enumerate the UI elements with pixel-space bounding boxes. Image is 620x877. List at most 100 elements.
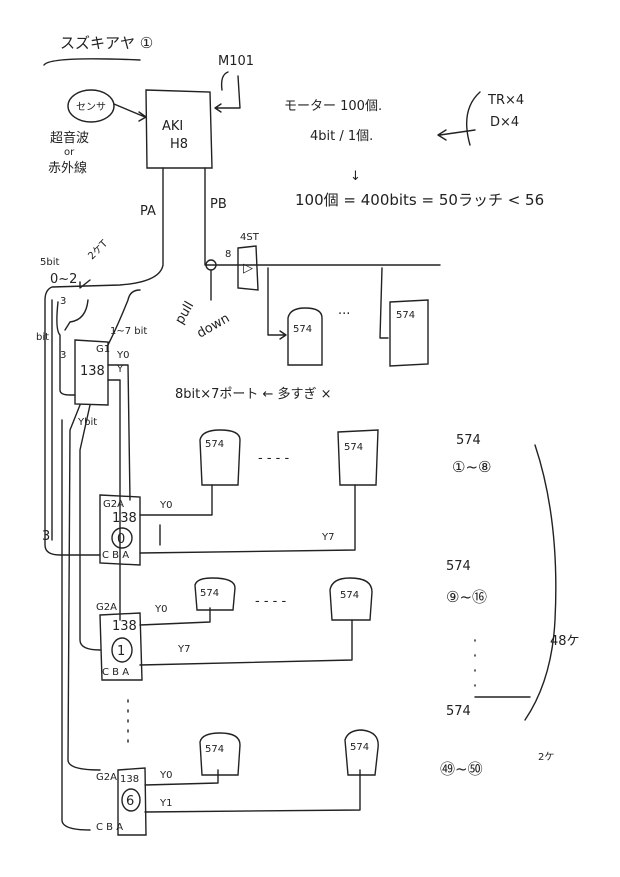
sensor-type-infrared: 赤外線	[48, 160, 87, 176]
side-three-label: 3	[42, 529, 50, 544]
transistor-note: TR×4	[487, 93, 524, 108]
pull-label: pull	[172, 299, 197, 327]
decoder-1-y0: Y0	[154, 604, 167, 615]
decoder-0-chip: 138	[112, 511, 137, 526]
decoder-0-y0: Y0	[159, 500, 172, 511]
decoder-6-id-circle	[121, 788, 141, 812]
latch-row3-last-label: 574	[350, 742, 369, 753]
group-2-range: ⑨~⑯	[446, 588, 487, 606]
motor-count-note: モーター 100個.	[284, 99, 382, 114]
decoder-6-cba: C B A	[96, 822, 123, 833]
group-1-range: ①~⑧	[452, 458, 491, 476]
latch-row2-first-label: 574	[200, 588, 219, 599]
latch-row2-dashes: - - - -	[255, 594, 286, 609]
decoder-1-g2a: G2A	[96, 602, 117, 613]
latch-row2-last-label: 574	[340, 590, 359, 601]
title-underline	[43, 58, 141, 66]
bits-per-motor-note: 4bit / 1個.	[310, 129, 373, 144]
decoder-6-outputs	[144, 769, 361, 813]
top-decoder-chip: 138	[80, 364, 105, 379]
decoder-1-chip: 138	[112, 619, 137, 634]
mcu-label-1: AKI	[162, 119, 183, 134]
bus-latch-1	[287, 307, 323, 366]
sensor-arrow	[113, 103, 147, 122]
group-3-range: ㊾~㊿	[440, 760, 483, 778]
decoder-6-g2a: G2A	[96, 772, 117, 783]
mcu-label-2: H8	[170, 137, 188, 152]
top-decoder-y0: Y0	[116, 350, 129, 361]
latch-row1-first-label: 574	[205, 439, 224, 450]
top-decoder-side-count: 3	[60, 350, 66, 361]
top-decoder-g1: G1	[96, 344, 110, 355]
driver-bracket	[437, 91, 481, 146]
decoder-0-y7: Y7	[321, 532, 334, 543]
group-2-chip: 574	[446, 559, 471, 574]
pb-label: PB	[210, 197, 227, 212]
decoder-0-outputs	[139, 484, 356, 554]
decoder-1-cba: C B A	[102, 667, 129, 678]
mcu-box	[145, 89, 213, 169]
decoder-6-y0: Y0	[159, 770, 172, 781]
top-decoder-bit-label: 5bit	[40, 257, 59, 268]
buffer-bits: 8	[225, 249, 231, 260]
latch-row3-first-label: 574	[205, 744, 224, 755]
buffer-symbol: ▷	[243, 261, 253, 276]
decoder-6-box	[117, 767, 147, 836]
note-arrow	[79, 279, 91, 289]
top-decoder-bits: 1~7 bit	[110, 326, 147, 337]
sheet-title: スズキアヤ ①	[60, 34, 153, 52]
decoder-0-box	[99, 494, 141, 566]
module-loop-arrow	[214, 71, 241, 113]
address-lines	[51, 299, 91, 831]
latch-row1-first	[199, 429, 241, 486]
bus-latch-2	[389, 299, 429, 367]
last-group-count: 2ケ	[538, 751, 554, 763]
down-label: down	[195, 311, 233, 342]
decoder-1-id: 1	[117, 644, 125, 659]
mcu-module-label: M101	[218, 54, 254, 69]
top-decoder-range: 0~2	[50, 272, 77, 287]
bits-calculation: 100個 = 400bits = 50ラッチ < 56	[295, 191, 544, 209]
down-arrow: ↓	[350, 169, 361, 184]
decoder-0-id-circle	[111, 527, 133, 549]
decoder-6-id: 6	[126, 794, 134, 809]
decoder-1-box	[99, 612, 143, 681]
decoder-6-chip: 138	[120, 774, 139, 785]
bus-ellipsis: ···	[338, 307, 350, 322]
latch-row1-last	[337, 429, 379, 486]
bus-latch-2-label: 574	[396, 310, 415, 321]
top-decoder-left-bit: bit	[36, 332, 49, 343]
decoder-1-outputs	[139, 607, 353, 666]
buffer-top-label: 4ST	[240, 232, 260, 243]
latch-row2-last	[329, 577, 373, 621]
pb-bus	[204, 167, 441, 266]
group-total: 48ケ	[550, 634, 580, 649]
top-decoder-note: 2ケT	[86, 237, 111, 262]
sensor-circle	[67, 89, 115, 123]
rejected-note: 8bit×7ポート ← 多すぎ ×	[175, 386, 332, 402]
diode-note: D×4	[490, 115, 519, 130]
pa-label: PA	[140, 204, 156, 219]
buffer-box	[237, 245, 259, 291]
decoder-0-cba: C B A	[102, 550, 129, 561]
sensor-or: or	[64, 147, 75, 158]
group-1-chip: 574	[456, 433, 481, 448]
bus-latch-1-label: 574	[293, 324, 312, 335]
latch-row3-last	[344, 729, 379, 776]
top-decoder-box	[74, 339, 109, 406]
latch-row1-dashes: - - - -	[258, 451, 289, 466]
bus-branch-1	[267, 267, 287, 340]
decoder-wires	[56, 289, 141, 771]
decoder-1-y7: Y7	[177, 644, 190, 655]
latch-row1-last-label: 574	[344, 442, 363, 453]
group-3-chip: 574	[446, 704, 471, 719]
top-decoder-y: Y	[116, 364, 124, 375]
pa-line	[44, 167, 164, 556]
sensor-type-ultrasonic: 超音波	[50, 130, 89, 146]
decoder-1-id-circle	[111, 637, 133, 663]
top-decoder-count: 3	[60, 296, 66, 307]
sensor-label: センサ	[76, 101, 106, 113]
bus-branch-2	[379, 267, 389, 339]
latch-row2-first	[194, 577, 236, 611]
